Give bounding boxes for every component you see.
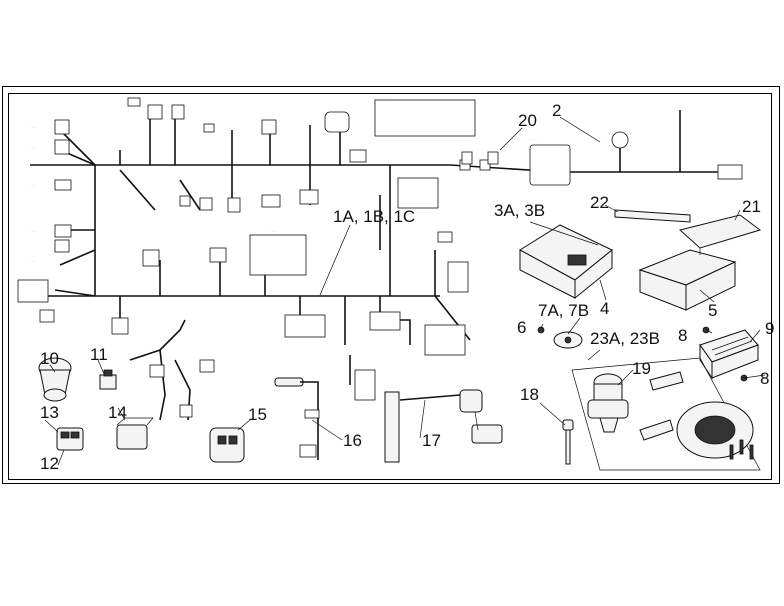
center-lower-harness — [349, 355, 376, 401]
part-11-switch — [99, 369, 117, 390]
callout-8-top: 8 — [678, 326, 687, 345]
svg-text:· · · ·: · · · · — [30, 183, 37, 187]
callout-21: 21 — [742, 197, 761, 216]
callout-11: 11 — [90, 345, 108, 364]
leader-lines — [44, 116, 766, 466]
callout-3: 3A, 3B — [494, 201, 545, 220]
callout-5: 5 — [708, 301, 717, 320]
part-20-fuses — [461, 151, 499, 165]
svg-text:· · · ·: · · · · — [30, 229, 37, 233]
callout-17: 17 — [422, 431, 441, 450]
part-12-13-connector — [56, 427, 84, 451]
callout-6: 6 — [517, 318, 526, 337]
callout-7: 7A, 7B — [538, 301, 589, 320]
part-14-relay — [116, 417, 154, 450]
callout-14: 14 — [108, 403, 127, 422]
callout-labels: 1A, 1B, 1C 2 3A, 3B 4 5 6 7A, 7B 8 8 9 1… — [40, 101, 774, 473]
callout-22: 22 — [590, 193, 609, 212]
outer-frame — [2, 86, 780, 484]
part-9-regulator — [699, 329, 759, 380]
svg-text:· · · ·: · · · · — [270, 229, 277, 233]
callout-18: 18 — [520, 385, 539, 404]
callout-8-bottom: 8 — [760, 369, 769, 388]
callout-9: 9 — [765, 319, 774, 338]
diagram-border — [8, 93, 772, 480]
part-22-battery-strap — [614, 209, 691, 223]
part-10-sensor — [38, 357, 72, 402]
part-21-battery-bracket — [678, 214, 762, 255]
svg-text:· · · ·: · · · · — [30, 259, 37, 263]
svg-text:· · · · · ·: · · · · · · — [380, 95, 390, 99]
svg-text:· · · ·: · · · · — [30, 125, 37, 129]
callout-12: 12 — [40, 454, 59, 473]
sub-harness — [129, 319, 215, 421]
callout-19: 19 — [632, 359, 651, 378]
part-17-speed-sensor — [384, 389, 503, 463]
callout-20: 20 — [518, 111, 537, 130]
harness-connectors — [17, 97, 743, 356]
part-6-screw — [537, 326, 545, 334]
callout-2: 2 — [552, 101, 561, 120]
callout-16: 16 — [343, 431, 362, 450]
harness-micro-labels: · · · · · · · · · · · · · · · · · · · · … — [30, 95, 537, 263]
svg-text:· · · ·: · · · · — [30, 145, 37, 149]
callout-4: 4 — [600, 299, 609, 318]
part-23-ignition-kit — [571, 357, 761, 471]
callout-15: 15 — [248, 405, 267, 424]
part-16-sensor-lead — [274, 377, 320, 460]
callout-13: 13 — [40, 403, 59, 422]
svg-text:· · · ·: · · · · — [530, 137, 537, 141]
part-5-battery — [638, 249, 737, 311]
callout-1: 1A, 1B, 1C — [333, 207, 415, 226]
part-3-ecu — [519, 224, 613, 300]
part-18-bolt — [562, 419, 574, 465]
callout-23: 23A, 23B — [590, 329, 660, 348]
callout-10: 10 — [40, 349, 59, 368]
part-15-connector — [209, 427, 245, 463]
part-7-sensor — [553, 331, 583, 349]
